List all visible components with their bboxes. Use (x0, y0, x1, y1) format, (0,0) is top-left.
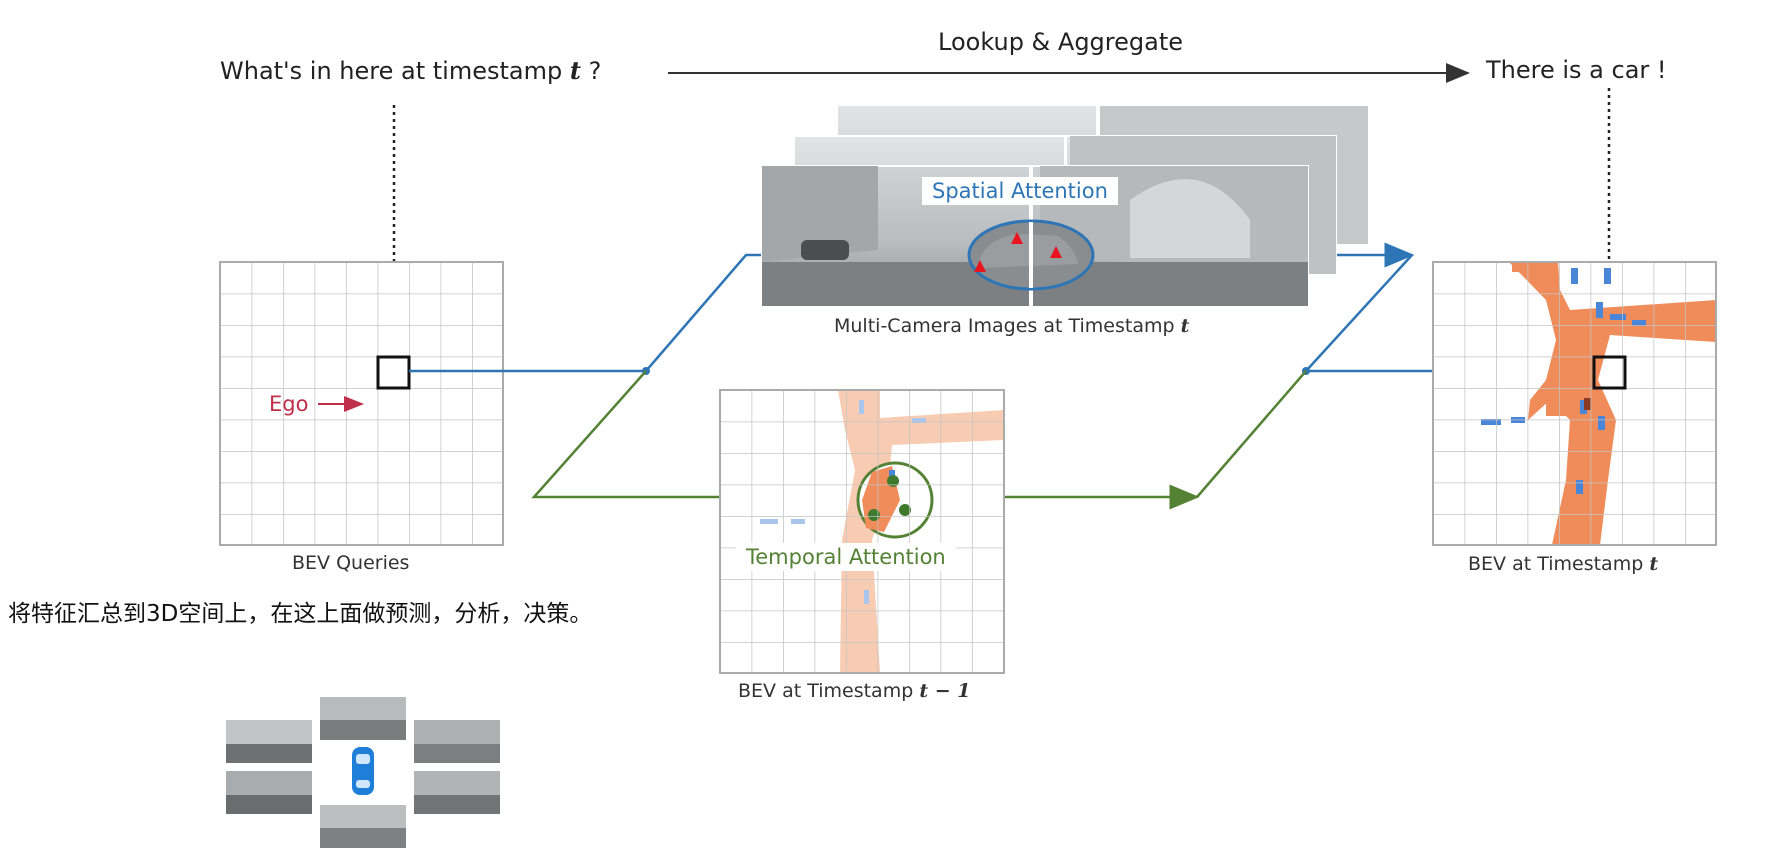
bev-prev-caption-text: BEV at Timestamp (738, 680, 914, 702)
query-question: What's in here at timestamp t ? (220, 56, 601, 85)
chinese-note: 将特征汇总到3D空间上，在这上面做预测，分析，决策。 (8, 601, 593, 627)
bev-queries-caption: BEV Queries (292, 552, 410, 574)
bev-queries-grid (219, 261, 504, 546)
bev-current-caption-variable: t (1649, 553, 1659, 575)
camera-caption-variable: t (1180, 315, 1190, 337)
bev-current-grid (1432, 261, 1717, 546)
ego-label: Ego (269, 392, 309, 416)
bev-current-caption: BEV at Timestamp t (1468, 553, 1658, 575)
camera-caption: Multi-Camera Images at Timestamp t (834, 315, 1189, 337)
sample-point (974, 260, 986, 272)
surround-camera-thumbnails (226, 697, 500, 848)
query-cell (376, 355, 411, 390)
answer-cell (1592, 355, 1627, 390)
question-variable: t (569, 56, 581, 85)
bev-prev-grid (719, 389, 1005, 674)
camera-image-stack (761, 106, 1368, 307)
bev-current-caption-text: BEV at Timestamp (1468, 553, 1644, 575)
sample-point (1011, 232, 1023, 244)
question-suffix: ? (580, 57, 602, 85)
bev-prev-caption-variable: t − 1 (919, 680, 971, 702)
spatial-attention-label: Spatial Attention (922, 177, 1118, 205)
bev-prev-caption: BEV at Timestamp t − 1 (738, 680, 970, 702)
answer-label: There is a car ! (1486, 56, 1667, 84)
temporal-attention-label: Temporal Attention (736, 543, 956, 571)
sample-point (1050, 246, 1062, 258)
question-text: What's in here at timestamp (220, 57, 563, 85)
lookup-aggregate-label: Lookup & Aggregate (938, 28, 1184, 56)
camera-caption-text: Multi-Camera Images at Timestamp (834, 315, 1175, 337)
